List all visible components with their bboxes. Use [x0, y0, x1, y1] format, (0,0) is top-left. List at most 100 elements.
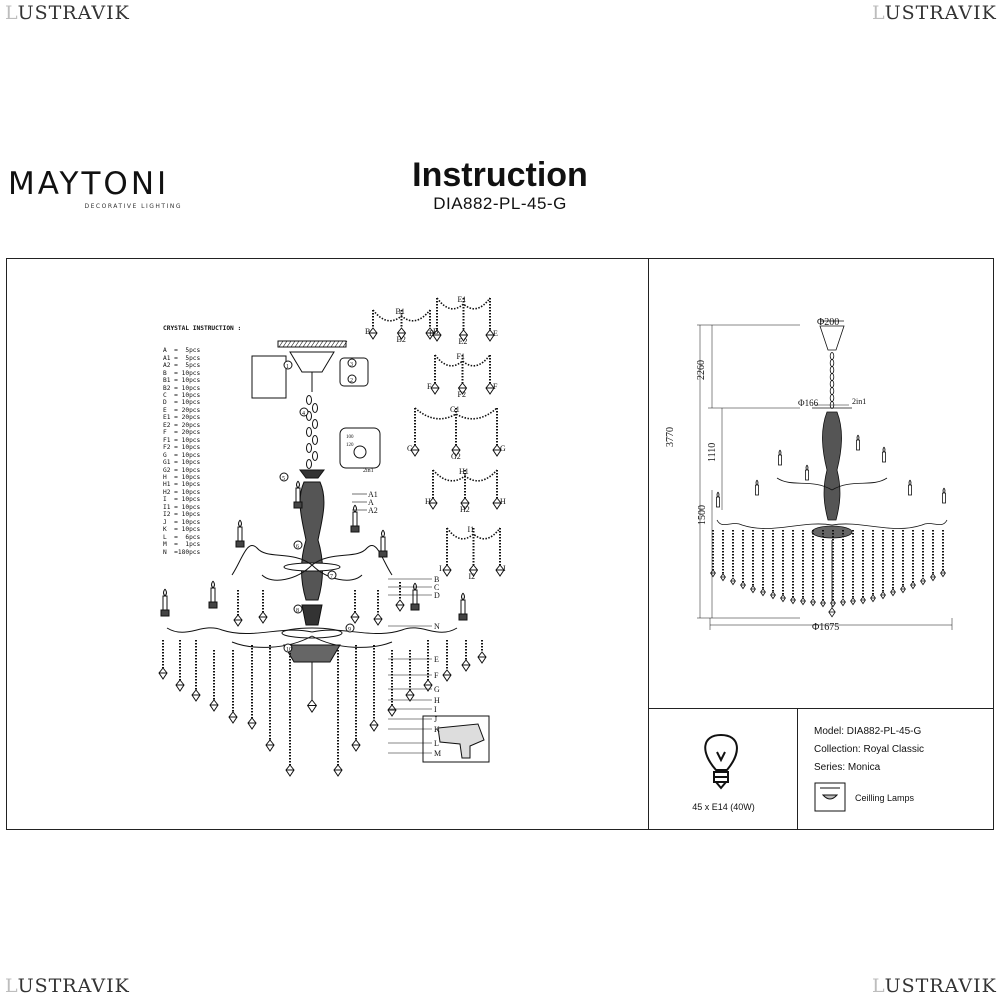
garland-label: G — [407, 444, 413, 453]
step-number: 1 — [286, 364, 289, 370]
info-series: Series: Monica — [814, 762, 881, 773]
right-chain-link — [829, 387, 835, 395]
brand-logo: MAYTONI DECORATIVE LIGHTING — [8, 166, 188, 210]
assembly-label: E — [434, 655, 439, 664]
right-chain-link — [829, 359, 835, 367]
crystal-item: F2 = 10pcs — [163, 444, 201, 452]
plate-dim: 120 — [346, 443, 354, 448]
chain-link — [306, 427, 312, 437]
garland-label: E1 — [458, 295, 467, 304]
assembly-label: G — [434, 685, 440, 694]
candle-flame — [211, 580, 215, 589]
assembly-label: A — [368, 498, 374, 507]
candle-flame — [461, 592, 465, 601]
dim-total-height: 3770 — [665, 427, 676, 447]
crystal-item: B1 = 10pcs — [163, 377, 201, 385]
plate-dim: 100 — [346, 435, 354, 440]
brand-name: MAYTONI — [8, 166, 170, 202]
dim-upper-height: 1110 — [707, 442, 718, 462]
garland-label: B — [365, 327, 370, 336]
step-marker — [347, 374, 357, 384]
crystal-item: E1 = 20pcs — [163, 414, 201, 422]
ceiling-lamp-icon — [814, 782, 846, 812]
garland-label: F — [493, 382, 498, 391]
garland-label: E — [429, 329, 434, 338]
ceiling-hatch — [330, 340, 336, 348]
step-number: 9 — [348, 627, 351, 633]
ceiling-hatch — [282, 340, 288, 348]
ceiling-hatch — [314, 340, 320, 348]
canopy — [289, 351, 335, 373]
lower-arm — [166, 627, 313, 635]
dim-chain-height: 2260 — [696, 360, 707, 380]
garland-swag — [436, 297, 491, 310]
divider-vertical — [648, 258, 649, 830]
candle-flame — [381, 529, 385, 538]
crystal-item: A = 5pcs — [163, 347, 201, 355]
dim-top-diameter: Φ200 — [817, 317, 840, 328]
assembly-label: K — [434, 725, 440, 734]
step-marker — [293, 540, 303, 550]
upper-arm — [311, 545, 393, 576]
garland-label: G1 — [450, 405, 460, 414]
chain-link — [312, 435, 318, 445]
garland-label: G2 — [451, 452, 461, 461]
garland-label: B — [433, 327, 438, 336]
crystal-item: G1 = 10pcs — [163, 459, 201, 467]
ceiling-hatch — [310, 340, 316, 348]
right-candle-flame — [942, 487, 946, 494]
crystal-item: I2 = 10pcs — [163, 511, 201, 519]
assembly-label: I — [434, 705, 437, 714]
step-marker — [283, 643, 293, 653]
crystal-item: D = 10pcs — [163, 399, 201, 407]
garland-label: I2 — [469, 572, 476, 581]
column-base — [301, 604, 323, 626]
assembly-label: L — [434, 739, 439, 748]
step-number: 7 — [330, 574, 333, 580]
crystal-item: F = 20pcs — [163, 429, 201, 437]
assembly-label: N — [434, 622, 440, 631]
crystal-item: A1 = 5pcs — [163, 354, 201, 362]
candle-flame — [296, 480, 300, 489]
right-upper-arm — [776, 477, 833, 491]
candle — [412, 589, 418, 605]
step-number: 3 — [350, 362, 353, 368]
central-column — [299, 481, 325, 601]
right-lower-arm — [831, 519, 948, 529]
right-chain-link — [829, 366, 835, 374]
divider-vertical-info — [797, 708, 798, 830]
right-candle-flame — [755, 479, 759, 486]
right-candle — [805, 469, 809, 481]
instruction-frame — [6, 258, 994, 830]
right-candle-flame — [908, 479, 912, 486]
chain-link — [312, 451, 318, 461]
drawing-labels: A1AA2BCDNEFGHIJKLM123456789102in1100120B… — [282, 295, 506, 758]
ceiling-plate — [277, 340, 347, 348]
crystal-item: H2 = 10pcs — [163, 488, 201, 496]
candle-flame — [238, 519, 242, 528]
ceiling-hatch — [342, 340, 348, 348]
chain-link — [312, 419, 318, 429]
crystal-instruction-heading: CRYSTAL INSTRUCTION : — [163, 324, 242, 332]
assembly-label: A2 — [368, 506, 378, 515]
candle-cup — [378, 550, 388, 558]
info-type: Ceilling Lamps — [855, 793, 915, 803]
right-candle-flame — [882, 446, 886, 453]
garland-label: I — [503, 564, 506, 573]
bracket-detail — [251, 355, 287, 399]
watermark-bottom-left: LUSTRAVIK — [5, 975, 130, 997]
step-number: 4 — [302, 411, 305, 417]
step-marker — [293, 604, 303, 614]
ceiling-hatch — [334, 340, 340, 348]
lower-arm-scroll — [231, 635, 313, 648]
assembly-chandelier — [158, 340, 490, 777]
garland-label: H — [500, 497, 506, 506]
right-chain-link — [829, 394, 835, 402]
ceiling-hatch — [290, 340, 296, 348]
ceiling-hatch — [326, 340, 332, 348]
right-candle-flame — [856, 434, 860, 441]
crystal-item: I1 = 10pcs — [163, 503, 201, 511]
step-number: 10 — [286, 647, 292, 653]
